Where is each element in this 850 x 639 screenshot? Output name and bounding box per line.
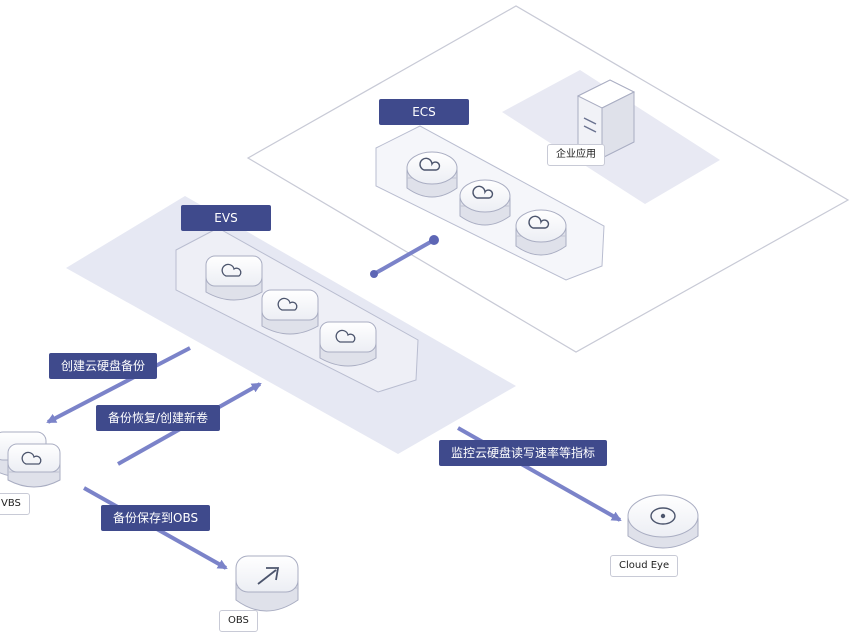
vbs-disks [0, 431, 61, 488]
obs-label: OBS [219, 610, 258, 632]
vbs-label: VBS [0, 493, 30, 515]
restore-backup-label: 备份恢复/创建新卷 [96, 405, 221, 431]
evs-disk-3 [319, 321, 377, 367]
ecs-region [246, 5, 850, 353]
ecs-server-1 [406, 151, 458, 198]
obs-bucket [235, 555, 299, 612]
evs-disk-1 [205, 255, 263, 301]
enterprise-app-label: 企业应用 [547, 144, 605, 166]
cloud-eye-label: Cloud Eye [610, 555, 679, 577]
cloud-eye-device [627, 494, 699, 549]
evs-disk-2 [261, 289, 319, 335]
ecs-label: ECS [379, 99, 469, 125]
create-backup-arrow [46, 346, 191, 424]
evs-label: EVS [181, 205, 271, 231]
evs-ecs-link [370, 235, 439, 278]
monitor-label: 监控云硬盘读写速率等指标 [439, 440, 608, 466]
save-to-obs-label: 备份保存到OBS [101, 505, 211, 531]
create-backup-label: 创建云硬盘备份 [49, 353, 158, 379]
ecs-server-3 [515, 209, 567, 256]
enterprise-app-server [576, 79, 636, 159]
ecs-server-2 [459, 179, 511, 226]
